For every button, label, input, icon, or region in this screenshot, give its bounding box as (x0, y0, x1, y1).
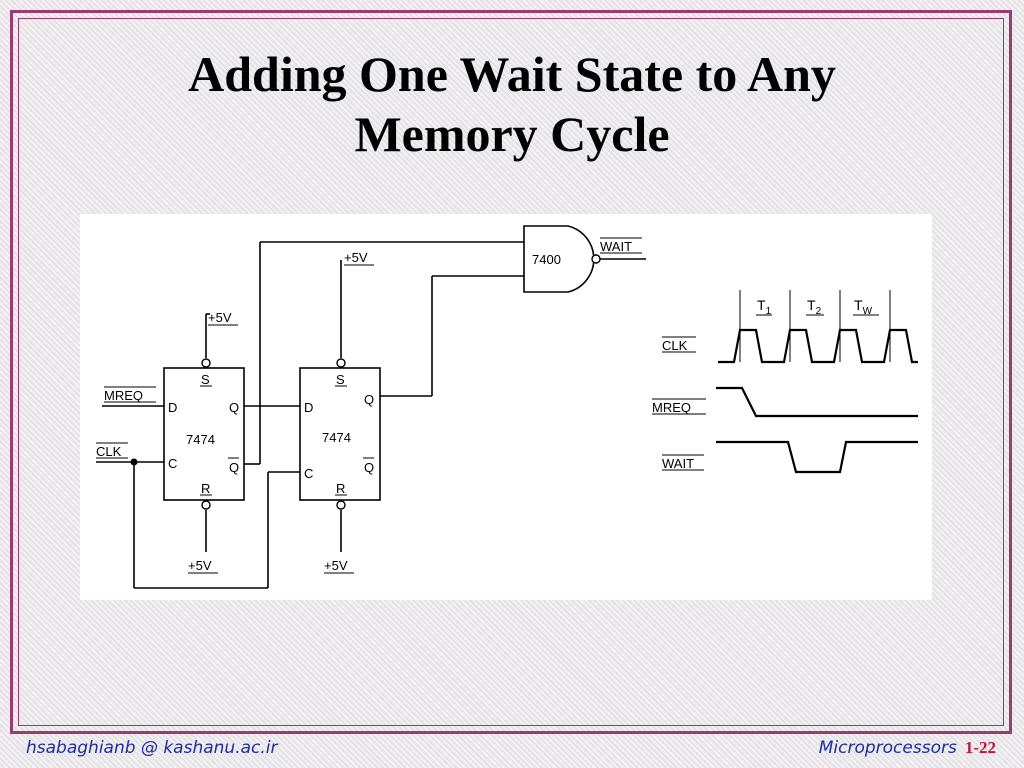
ff1-qbar-label: Q (229, 460, 239, 475)
ff2-r-bubble (336, 500, 346, 510)
nand-output-bubble (591, 254, 601, 264)
timing-waveforms (716, 328, 918, 474)
footer-course-name: Microprocessors (818, 738, 957, 758)
ff2-chip-label: 7474 (322, 430, 351, 445)
timing-tw-label: TW (854, 297, 873, 317)
clk-input-label: CLK (96, 444, 122, 459)
timing-clk-label: CLK (662, 338, 688, 353)
timing-t1-label: T1 (757, 297, 772, 317)
ff2-box (299, 367, 381, 501)
ff2-r-label: R (336, 481, 345, 496)
footer-author: hsabaghianb @ kashanu.ac.ir (26, 738, 278, 758)
ff1-c-label: C (168, 456, 177, 471)
footer-course: Microprocessors 1-22 (819, 738, 996, 758)
slide-border-inner (18, 18, 1004, 726)
title-line-1: Adding One Wait State to Any (188, 46, 836, 102)
ff1-r-vcc-label: +5V (188, 558, 212, 573)
ff1-box (163, 367, 245, 501)
ff2-qbar-label: Q (364, 460, 374, 475)
page-number: 1-22 (964, 738, 996, 757)
ff2-r-vcc-label: +5V (324, 558, 348, 573)
ff2-d-label: D (304, 400, 313, 415)
ff1-r-label: R (201, 481, 210, 496)
mreq-input-label: MREQ (104, 388, 143, 403)
ff2-c-label: C (304, 466, 313, 481)
wait-waveform (716, 440, 918, 474)
ff2-s-vcc-label: +5V (344, 250, 368, 265)
ff1-chip-label: 7474 (186, 432, 215, 447)
mreq-waveform (716, 386, 918, 418)
circuit-svg: S D Q 7474 C Q R S D Q 7474 C Q R +5V +5… (96, 225, 918, 589)
timing-mreq-label: MREQ (652, 400, 691, 415)
slide-border-outer (10, 10, 1012, 734)
ff2-q-label: Q (364, 392, 374, 407)
slide-title: Adding One Wait State to Any Memory Cycl… (0, 44, 1024, 164)
timing-wait-label: WAIT (662, 456, 694, 471)
ff2-s-label: S (336, 372, 345, 387)
ff1-s-label: S (201, 372, 210, 387)
wait-state-diagram: S D Q 7474 C Q R S D Q 7474 C Q R +5V +5… (80, 214, 932, 600)
ff1-s-vcc-label: +5V (208, 310, 232, 325)
timing-gridlines (739, 290, 891, 362)
clk-waveform (718, 328, 918, 364)
ff1-d-label: D (168, 400, 177, 415)
nand-chip-label: 7400 (532, 252, 561, 267)
wait-output-label: WAIT (600, 239, 632, 254)
circuit-wires (96, 225, 646, 589)
ff1-s-bubble (201, 358, 211, 368)
ff2-s-bubble (336, 358, 346, 368)
ff1-r-bubble (201, 500, 211, 510)
clk-junction-dot (130, 458, 138, 466)
ff1-q-label: Q (229, 400, 239, 415)
title-line-2: Memory Cycle (354, 106, 670, 162)
timing-t2-label: T2 (807, 297, 822, 317)
